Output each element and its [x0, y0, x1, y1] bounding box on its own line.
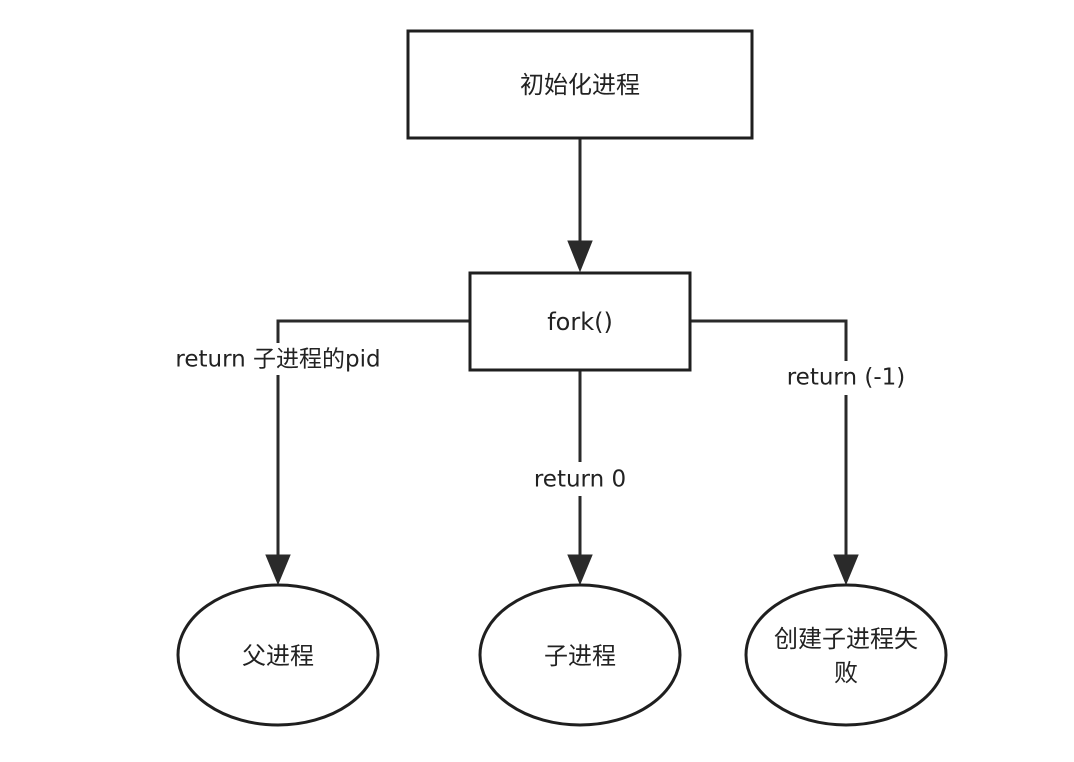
- node-parent-process-label: 父进程: [242, 642, 314, 670]
- node-fork-failed-label-line1: 创建子进程失: [774, 625, 918, 653]
- arrow-head-fork-to-child: [567, 554, 593, 586]
- node-init-process-label: 初始化进程: [520, 71, 640, 99]
- edge-fork-to-fail: [690, 319, 859, 586]
- node-init-process: 初始化进程: [406, 29, 754, 140]
- edge-label-return-pid-text: return 子进程的pid: [175, 347, 380, 373]
- node-fork-label: fork(): [547, 308, 613, 336]
- node-child-process: 子进程: [478, 583, 682, 727]
- node-child-process-label: 子进程: [544, 642, 616, 670]
- edge-label-return-minus-one: return (-1): [776, 361, 916, 395]
- node-parent-process: 父进程: [176, 583, 380, 727]
- node-fork-failed-label-line2: 败: [834, 659, 858, 687]
- arrow-head-fork-to-parent: [265, 554, 291, 586]
- edge-label-return-zero-text: return 0: [534, 467, 626, 493]
- arrow-head-fork-to-fail: [833, 554, 859, 586]
- arrow-head-init-to-fork: [567, 240, 593, 273]
- edge-label-return-minus-one-text: return (-1): [787, 365, 906, 391]
- edge-label-return-zero: return 0: [524, 462, 636, 496]
- node-fork: fork(): [468, 271, 692, 372]
- node-fork-failed: 创建子进程失 败: [744, 583, 948, 727]
- edge-init-to-fork: [567, 138, 593, 273]
- edge-fork-to-parent: [265, 319, 470, 586]
- edge-label-return-pid: return 子进程的pid: [162, 343, 396, 375]
